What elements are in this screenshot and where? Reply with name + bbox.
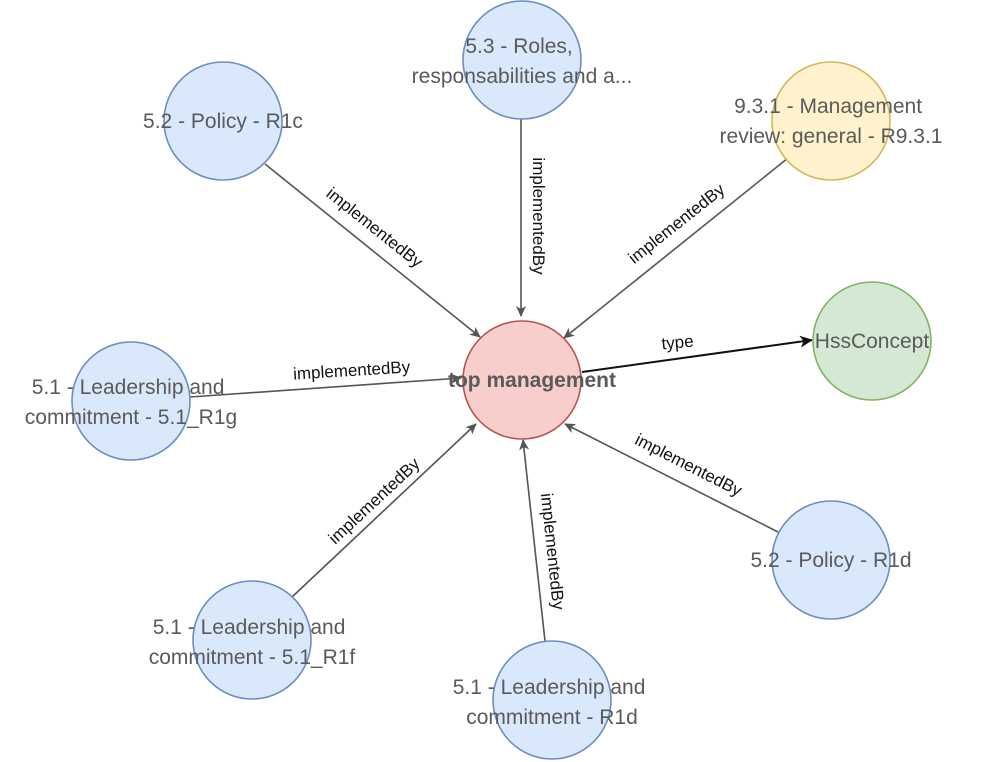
edge-label-implemented-by: implementedBy (323, 184, 427, 272)
node-label-line: 5.2 - Policy - R1c (143, 110, 303, 133)
node-label-line: 5.3 - Roles, (465, 35, 572, 58)
node-label-line: commitment - R1d (466, 706, 638, 729)
node-label-line: commitment - 5.1_R1g (25, 406, 237, 429)
node-hssconcept[interactable]: HssConcept (812, 281, 932, 401)
edge-policy-r1c-to-top-management[interactable]: implementedBy (264, 163, 481, 338)
svg-text:5.2 - Policy - R1c: 5.2 - Policy - R1c (143, 110, 303, 133)
edge-label-implemented-by: implementedBy (625, 179, 729, 267)
node-label-line: commitment - 5.1_R1f (149, 646, 356, 669)
node-circle (163, 61, 283, 181)
svg-text:5.1 - Leadership and c: 5.1 - Leadership and commitment - 5.1_R1… (25, 376, 237, 429)
node-circle (771, 500, 891, 620)
node-label-hssconcept: HssConcept (815, 330, 930, 353)
node-label-line: 5.1 - Leadership and (32, 376, 225, 399)
edge-type-to-hssconcept[interactable]: type (581, 332, 813, 373)
svg-text:9.3.1 - Management rev: 9.3.1 - Management review: general - R9.… (720, 95, 943, 148)
svg-text:5.1 - Leadership and c: 5.1 - Leadership and commitment - 5.1_R1… (149, 616, 356, 669)
edge-label-implemented-by: implementedBy (529, 157, 548, 275)
edge-policy-r1d-to-top-management[interactable]: implementedBy (564, 423, 779, 533)
node-circle (462, 320, 582, 440)
node-circle (492, 640, 612, 760)
edge-label-implemented-by: implementedBy (537, 492, 568, 611)
node-leadership-r1d[interactable]: 5.1 - Leadership and commitment - R1d (453, 640, 651, 760)
edge-label-implemented-by: implementedBy (325, 454, 424, 548)
node-leadership-r1g[interactable]: 5.1 - Leadership and commitment - 5.1_R1… (25, 341, 237, 461)
node-label-line: responsabilities and a... (412, 65, 633, 88)
node-label-line: 5.1 - Leadership and (453, 676, 646, 699)
edge-label-type: type (661, 332, 695, 354)
svg-text:5.2 - Policy - R1d: 5.2 - Policy - R1d (750, 549, 911, 572)
nodes: 5.2 - Policy - R1c 5.3 - Roles, responsa… (25, 0, 943, 760)
node-label-top-management: top management (448, 369, 616, 392)
svg-text:5.3 - Roles, responsab: 5.3 - Roles, responsabilities and a... (412, 35, 633, 88)
node-circle (771, 61, 891, 181)
node-top-management[interactable]: top management (448, 320, 616, 440)
edge-label-implemented-by: implementedBy (293, 357, 412, 383)
node-circle (462, 0, 582, 120)
node-roles-responsabilities[interactable]: 5.3 - Roles, responsabilities and a... (412, 0, 633, 120)
node-circle (71, 341, 191, 461)
node-leadership-r1f[interactable]: 5.1 - Leadership and commitment - 5.1_R1… (149, 580, 356, 700)
edge-leadership-r1g-to-top-management[interactable]: implementedBy (189, 357, 462, 398)
edge-roles-to-top-management[interactable]: implementedBy (516, 119, 548, 317)
node-circle (192, 580, 312, 700)
edge-management-review-to-top-management[interactable]: implementedBy (563, 157, 789, 339)
node-label-line: 5.2 - Policy - R1d (750, 549, 911, 572)
edge-leadership-r1f-to-top-management[interactable]: implementedBy (291, 423, 477, 598)
edge-label-implemented-by: implementedBy (632, 430, 745, 500)
node-label-line: 5.1 - Leadership and (153, 616, 346, 639)
svg-text:5.1 - Leadership and c: 5.1 - Leadership and commitment - R1d (453, 676, 651, 729)
node-policy-r1c[interactable]: 5.2 - Policy - R1c (143, 61, 303, 181)
node-label-line: 9.3.1 - Management (734, 95, 922, 118)
node-circle (812, 281, 932, 401)
node-policy-r1d[interactable]: 5.2 - Policy - R1d (750, 500, 912, 620)
node-management-review[interactable]: 9.3.1 - Management review: general - R9.… (720, 61, 943, 181)
edge-leadership-r1d-to-top-management[interactable]: implementedBy (519, 439, 568, 642)
node-label-line: review: general - R9.3.1 (720, 125, 943, 148)
